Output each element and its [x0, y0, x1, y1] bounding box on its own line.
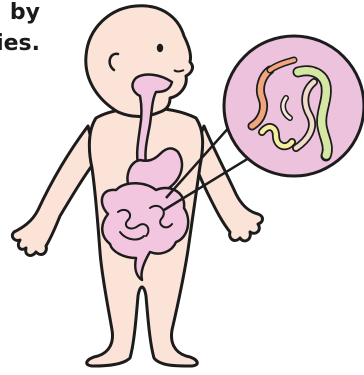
magnifier-circle: [224, 36, 364, 176]
head: [86, 6, 193, 117]
eye: [157, 44, 163, 52]
left-arm: [12, 126, 96, 255]
